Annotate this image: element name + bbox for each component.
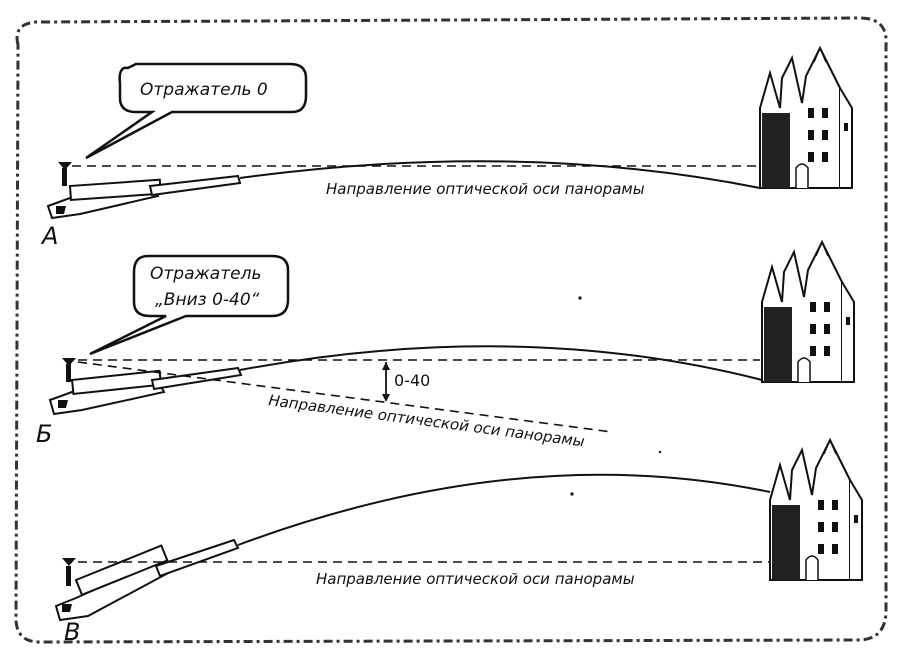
panel-letter-b: Б (36, 420, 52, 448)
bubble-text-b-line-1: Отражатель (150, 264, 261, 284)
gun-v (54, 538, 240, 622)
target-building-v (769, 439, 863, 581)
trajectory-a (239, 160, 761, 189)
outer-frame (14, 16, 888, 644)
reflector-icon-v (62, 558, 76, 566)
panel-letter-a: А (40, 222, 58, 250)
reflector-bubble-a (85, 62, 308, 160)
axis-caption-b: Направление оптической оси панорамы (267, 391, 585, 450)
trajectory-b (239, 345, 763, 381)
trajectory-v (237, 473, 771, 546)
reflector-icon-b (62, 358, 76, 366)
target-building-a (759, 47, 853, 189)
axis-caption-a: Направление оптической оси панорамы (326, 180, 645, 198)
gun-b (48, 358, 243, 416)
target-building-b (761, 241, 855, 383)
reflector-bubble-b (89, 254, 290, 356)
angle-label-b: 0-40 (394, 371, 430, 390)
bubble-text-a-line-1: Отражатель 0 (140, 80, 268, 100)
optical-axis-b-down (77, 361, 613, 433)
axis-caption-v: Направление оптической оси панорамы (316, 570, 635, 588)
bubble-text-b-line-2: „Вниз 0-40“ (155, 290, 260, 310)
panel-v: Направление оптической оси панорамы В (54, 439, 863, 646)
gun-a (46, 162, 242, 220)
panel-a: Отражатель 0 Направление оптической оси … (40, 47, 853, 250)
panel-letter-v: В (64, 618, 80, 646)
reflector-icon-a (58, 162, 72, 170)
panel-b: Отражатель „Вниз 0-40“ 0-40 Направление … (36, 241, 855, 451)
